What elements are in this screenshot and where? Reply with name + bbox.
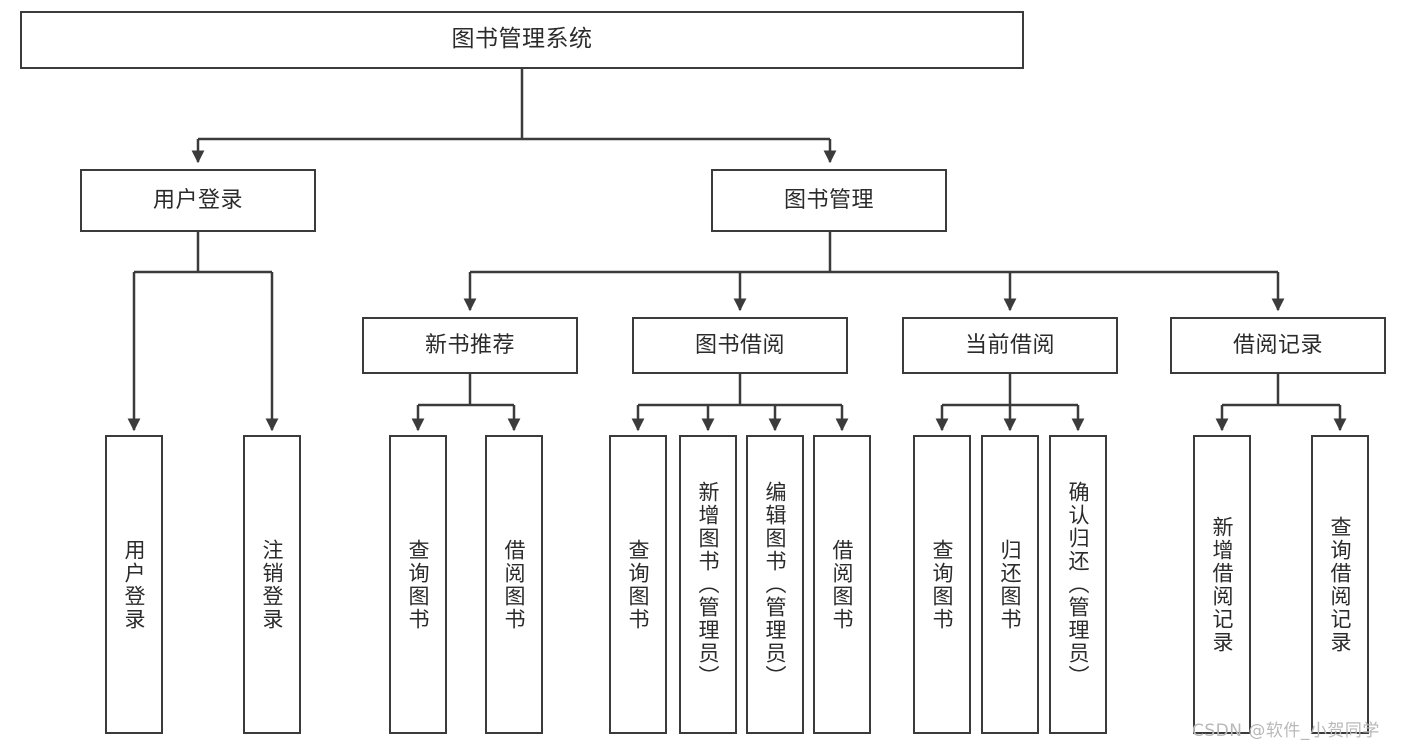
leaf-label: 新增图书（管理员） <box>696 481 721 688</box>
node-new-book-recommend-label: 新书推荐 <box>424 332 515 358</box>
leaf-borrow-record-query[interactable]: 查询借阅记录 <box>1311 435 1369 734</box>
leaf-label: 归还图书 <box>998 538 1023 631</box>
leaf-label: 借阅图书 <box>830 538 855 631</box>
leaf-new-book-borrow[interactable]: 借阅图书 <box>485 435 543 734</box>
leaf-label: 用户登录 <box>122 538 147 631</box>
leaf-label: 查询图书 <box>930 538 955 631</box>
csdn-watermark: CSDN @软件_小贺同学 <box>1192 721 1380 741</box>
leaf-label: 查询借阅记录 <box>1328 515 1353 654</box>
node-root[interactable]: 图书管理系统 <box>20 11 1024 69</box>
leaf-label: 注销登录 <box>260 538 285 631</box>
leaf-book-borrow-edit[interactable]: 编辑图书（管理员） <box>746 435 804 734</box>
node-root-label: 图书管理系统 <box>451 26 593 53</box>
leaf-current-borrow-confirm[interactable]: 确认归还（管理员） <box>1049 435 1107 734</box>
leaf-book-borrow-lend[interactable]: 借阅图书 <box>813 435 871 734</box>
node-user-login[interactable]: 用户登录 <box>80 169 316 232</box>
node-user-login-label: 用户登录 <box>152 187 243 213</box>
leaf-book-borrow-query[interactable]: 查询图书 <box>609 435 667 734</box>
leaf-label: 确认归还（管理员） <box>1066 481 1091 688</box>
leaf-book-borrow-add[interactable]: 新增图书（管理员） <box>679 435 737 734</box>
leaf-label: 查询图书 <box>626 538 651 631</box>
node-borrow-record-label: 借阅记录 <box>1232 332 1323 358</box>
node-book-manage-label: 图书管理 <box>783 187 874 213</box>
leaf-label: 查询图书 <box>406 538 431 631</box>
leaf-label: 借阅图书 <box>502 538 527 631</box>
leaf-user-login-signin[interactable]: 用户登录 <box>105 435 163 734</box>
node-current-borrow[interactable]: 当前借阅 <box>902 317 1118 374</box>
leaf-label: 编辑图书（管理员） <box>763 481 788 688</box>
node-book-borrow-label: 图书借阅 <box>694 332 785 358</box>
node-book-borrow[interactable]: 图书借阅 <box>632 317 848 374</box>
leaf-new-book-query[interactable]: 查询图书 <box>389 435 447 734</box>
leaf-borrow-record-add[interactable]: 新增借阅记录 <box>1193 435 1251 734</box>
node-new-book-recommend[interactable]: 新书推荐 <box>362 317 578 374</box>
leaf-current-borrow-query[interactable]: 查询图书 <box>913 435 971 734</box>
node-borrow-record[interactable]: 借阅记录 <box>1170 317 1386 374</box>
leaf-label: 新增借阅记录 <box>1210 515 1235 654</box>
node-current-borrow-label: 当前借阅 <box>964 332 1055 358</box>
leaf-user-login-signout[interactable]: 注销登录 <box>243 435 301 734</box>
leaf-current-borrow-return[interactable]: 归还图书 <box>981 435 1039 734</box>
node-book-manage[interactable]: 图书管理 <box>711 169 947 232</box>
